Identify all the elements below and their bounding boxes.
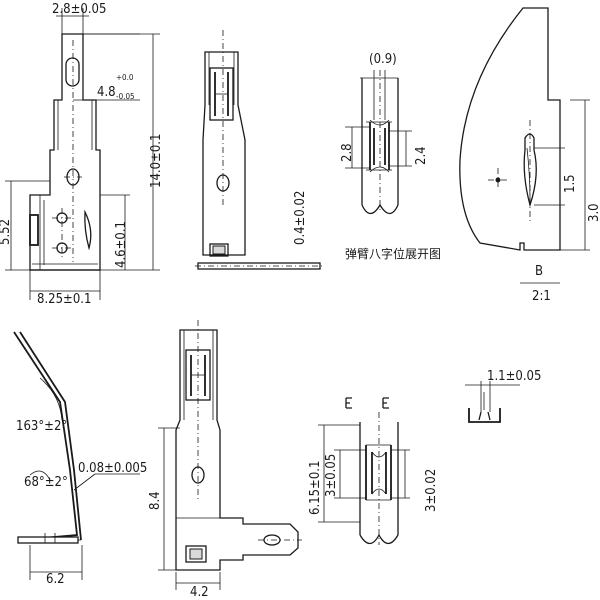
dim-slot-width: 4.8 — [97, 85, 116, 100]
front-view: 2.8±0.05 4.8 +0.0 -0.05 14.0±0.1 5.52 4.… — [0, 2, 164, 307]
detail-b: 1.5 3.0 B 2:1 — [459, 7, 600, 304]
dim-sheet-thk: 0.08±0.005 — [78, 461, 147, 476]
dim-bottom-w: 6.2 — [46, 572, 65, 587]
angle-upper: 163°±2° — [16, 419, 67, 434]
dim-slot-h1: 2.8 — [340, 143, 355, 162]
dim-base-width: 8.25±0.1 — [37, 292, 91, 307]
detail-label: B — [535, 264, 543, 279]
dim-detail-h2: 3.0 — [587, 203, 600, 222]
dim-thickness: 0.4±0.02 — [293, 191, 308, 245]
spring-detail: (0.9) 2.8 2.4 弹臂八字位展开图 — [340, 52, 441, 261]
dim-left-height: 5.52 — [0, 219, 13, 245]
angle-lower: 68°±2° — [24, 475, 68, 490]
dim-slot-tol-upper: +0.0 — [116, 73, 134, 82]
detail-scale: 2:1 — [532, 289, 551, 304]
dim-detail-h1: 1.5 — [563, 174, 578, 193]
dim-bottom-w2: 4.2 — [190, 585, 209, 600]
dim-tab-height: 4.6±0.1 — [114, 221, 129, 268]
dim-width-top: 2.8±0.05 — [52, 2, 106, 17]
side-view: 0.4±0.02 — [195, 30, 325, 270]
dim-clip-w: 1.1±0.05 — [487, 369, 541, 384]
dim-height-8: 8.4 — [148, 491, 163, 510]
dim-slot-h2: 2.4 — [414, 146, 429, 165]
clip-section: 1.1±0.05 — [465, 369, 541, 423]
dim-slot-w1: 3±0.05 — [324, 454, 339, 497]
dim-slot-tol-lower: -0.05 — [116, 92, 135, 101]
slot-view: 6.15±0.1 3±0.05 3±0.02 — [308, 397, 439, 545]
dim-slot-len: 6.15±0.1 — [308, 461, 323, 515]
spring-caption: 弹臂八字位展开图 — [345, 246, 441, 261]
dim-gap: (0.9) — [369, 52, 397, 67]
dim-total-height: 14.0±0.1 — [149, 134, 164, 188]
dim-slot-w2: 3±0.02 — [424, 469, 439, 512]
angled-profile: 163°±2° 68°±2° 0.08±0.005 6.2 — [13, 331, 147, 587]
bottom-middle-view: 8.4 4.2 — [148, 320, 302, 600]
